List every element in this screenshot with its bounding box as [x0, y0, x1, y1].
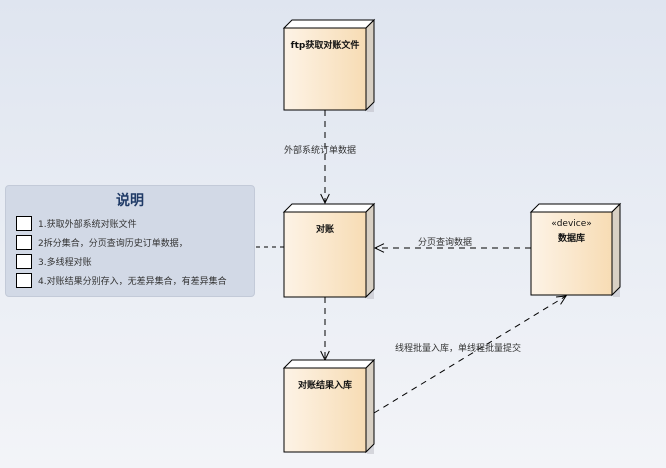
checkbox-icon[interactable]	[16, 215, 32, 231]
node-top-face	[282, 359, 376, 369]
arrow-head-icon	[320, 193, 330, 205]
legend-item-text: 4.对账结果分别存入，无差异集合，有差异集合	[38, 276, 227, 287]
edge-store-db[interactable]	[373, 295, 567, 414]
node-front-face	[283, 27, 367, 111]
node-top-face	[529, 203, 622, 213]
legend-item-text: 2拆分集合，分页查询历史订单数据，	[38, 238, 188, 249]
node-top-face	[282, 203, 376, 213]
checkbox-icon[interactable]	[16, 272, 32, 288]
arrow-head-icon	[555, 295, 567, 305]
node-side-face	[365, 202, 375, 299]
node-stereotype-db: «device»	[551, 219, 592, 229]
node-front-face	[283, 367, 367, 453]
node-front-face	[283, 211, 367, 298]
node-ftp[interactable]	[282, 18, 376, 112]
legend-title: 说明	[116, 193, 144, 209]
node-side-face	[611, 202, 621, 297]
legend-item: 4.对账结果分别存入，无差异集合，有差异集合	[16, 271, 227, 289]
edge-label-db-reconcile: 分页查询数据	[418, 238, 473, 248]
edge-label-store-db: 线程批量入库，单线程批量提交	[395, 344, 522, 354]
checkbox-icon[interactable]	[16, 253, 32, 269]
node-reconcile[interactable]	[282, 202, 376, 299]
edge-line	[373, 295, 567, 414]
legend-item-text: 3.多线程对账	[38, 257, 92, 268]
node-label-store: 对账结果入库	[297, 381, 352, 391]
legend-item-text: 1.获取外部系统对账文件	[38, 219, 137, 230]
node-label-db: 数据库	[557, 234, 585, 244]
checkbox-icon[interactable]	[16, 234, 32, 250]
node-front-face	[530, 211, 613, 296]
edge-reconcile-store[interactable]	[320, 297, 330, 362]
node-store[interactable]	[282, 358, 376, 454]
arrow-head-icon	[373, 243, 385, 253]
legend-item: 3.多线程对账	[16, 252, 92, 270]
node-db[interactable]	[529, 202, 622, 297]
legend-item: 1.获取外部系统对账文件	[16, 214, 137, 232]
edge-ftp-reconcile[interactable]	[320, 110, 330, 205]
node-side-face	[365, 358, 375, 454]
legend-item: 2拆分集合，分页查询历史订单数据，	[16, 233, 188, 251]
node-label-ftp: ftp获取对账文件	[290, 41, 360, 51]
node-label-reconcile: 对账	[315, 225, 334, 235]
edge-label-ftp-reconcile: 外部系统订单数据	[284, 146, 357, 156]
edge-db-reconcile[interactable]	[373, 243, 531, 253]
node-top-face	[282, 19, 376, 29]
legend-note[interactable]: 说明 1.获取外部系统对账文件 2拆分集合，分页查询历史订单数据， 3.多线程对…	[5, 185, 255, 297]
node-side-face	[365, 18, 375, 112]
